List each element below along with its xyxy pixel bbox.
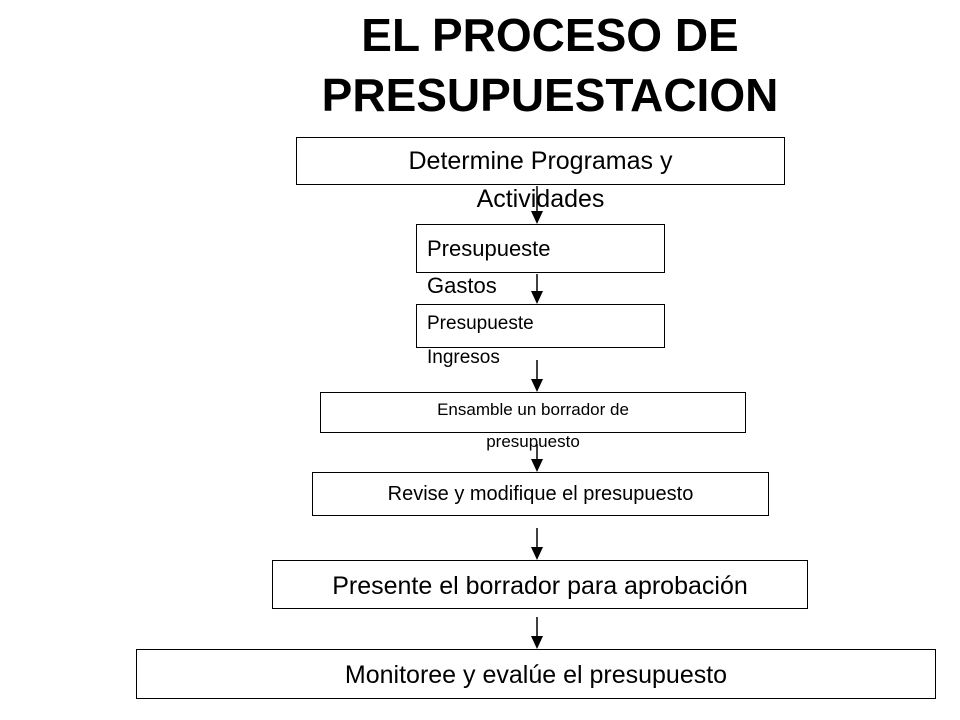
step-label-assemble-draft-line-2: presupuesto [486,432,580,451]
arrow-step3-to-step4 [531,360,543,392]
step-box-review-modify [312,472,769,516]
step-label-budget-income-line-2: Ingresos [427,347,500,368]
step-label-determine-programs-line-1: Determine Programas y [408,147,673,175]
arrow-step6-to-step7 [531,617,543,649]
page-title-line-1: EL PROCESO DE [361,9,739,61]
step-box-budget-income [416,304,665,348]
step-label-review-modify: Revise y modifique el presupuesto [387,483,694,505]
page-title-line-2: PRESUPUESTACION [321,69,779,121]
step-label-budget-income-line-1: Presupueste [427,313,534,334]
step-box-present-draft [272,560,808,609]
step-label-present-draft: Presente el borrador para aprobación [332,572,748,600]
arrow-step2-to-step3 [531,274,543,304]
step-box-budget-expenses [416,224,665,273]
arrow-step5-to-step6 [531,528,543,560]
step-box-monitor-evaluate [136,649,936,699]
step-label-determine-programs-line-2: Actividades [476,185,605,213]
step-box-determine-programs [296,137,785,185]
step-box-assemble-draft [320,392,746,433]
step-label-budget-expenses-line-1: Presupueste [427,236,551,261]
step-label-assemble-draft-line-1: Ensamble un borrador de [437,400,629,419]
step-label-monitor-evaluate: Monitoree y evalúe el presupuesto [344,661,728,689]
step-label-budget-expenses-line-2: Gastos [427,273,497,298]
